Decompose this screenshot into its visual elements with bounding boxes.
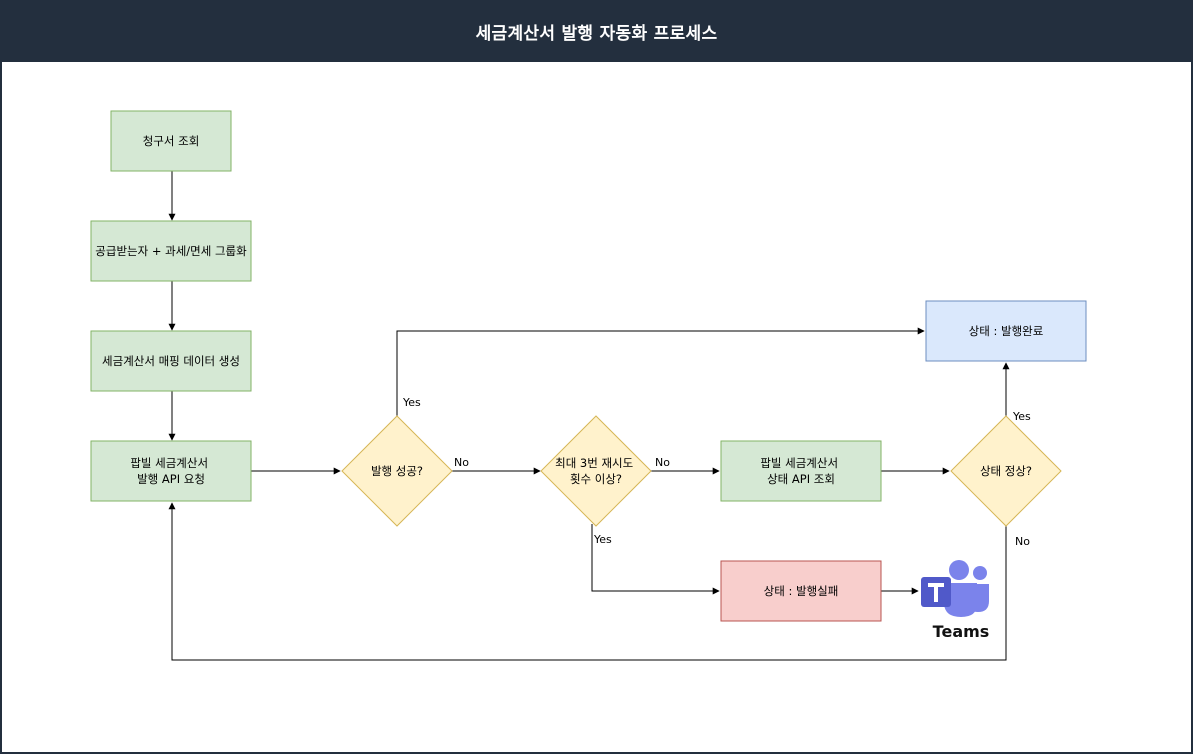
node-status-api[interactable]: 팝빌 세금계산서 상태 API 조회 — [720, 440, 882, 502]
node-status-done[interactable]: 상태 : 발행완료 — [925, 300, 1087, 362]
svg-text:상태 : 발행완료: 상태 : 발행완료 — [969, 324, 1044, 338]
decision-status-ok-label: 상태 정상? — [980, 464, 1032, 478]
edge-label-retry-no: No — [655, 456, 670, 469]
edge-label-retry-yes: Yes — [593, 533, 612, 546]
edge-issue-yes-to-done — [396, 327, 925, 416]
node-issue-request-line-2: 발행 API 요청 — [137, 472, 205, 486]
decision-retry-limit-line-2: 횟수 이상? — [570, 472, 622, 486]
svg-text:상태 : 발행실패: 상태 : 발행실패 — [764, 584, 839, 598]
edge-label-issue-yes: Yes — [402, 396, 421, 409]
node-mapping-label: 세금계산서 매핑 데이터 생성 — [102, 354, 240, 368]
svg-text:상태 정상?: 상태 정상? — [980, 464, 1032, 478]
node-status-api-line-1: 팝빌 세금계산서 — [760, 456, 838, 470]
node-status-failed[interactable]: 상태 : 발행실패 — [720, 560, 882, 622]
node-status-api-line-2: 상태 API 조회 — [767, 472, 835, 486]
node-status-failed-label: 상태 : 발행실패 — [764, 584, 839, 598]
decision-retry-limit[interactable]: 최대 3번 재시도 횟수 이상? — [540, 415, 652, 527]
node-grouping[interactable]: 공급받는자 + 과세/면세 그룹화 — [90, 220, 252, 282]
node-issue-request-line-1: 팝빌 세금계산서 — [130, 456, 208, 470]
node-issue-request[interactable]: 팝빌 세금계산서 발행 API 요청 — [90, 440, 252, 502]
decision-retry-limit-line-1: 최대 3번 재시도 — [555, 456, 633, 470]
edge-retry-yes-to-failed — [591, 524, 720, 595]
edge-label-issue-no: No — [454, 456, 469, 469]
page-title: 세금계산서 발행 자동화 프로세스 — [475, 23, 718, 44]
teams-label: Teams — [933, 622, 990, 641]
svg-text:공급받는자 + 과세/면세 그룹화: 공급받는자 + 과세/면세 그룹화 — [95, 244, 247, 258]
decision-status-ok[interactable]: 상태 정상? — [950, 415, 1062, 527]
svg-text:세금계산서 매핑 데이터 생성: 세금계산서 매핑 데이터 생성 — [102, 354, 240, 368]
decision-issue-success-label: 발행 성공? — [371, 464, 423, 478]
svg-text:팝빌 세금계산서 상태 API 조회: 팝빌 세금계산서 상태 API 조회 — [760, 456, 841, 486]
svg-text:청구서 조회: 청구서 조회 — [143, 134, 200, 148]
node-invoice-lookup[interactable]: 청구서 조회 — [110, 110, 232, 172]
header-bar: 세금계산서 발행 자동화 프로세스 — [0, 0, 1193, 62]
node-invoice-lookup-label: 청구서 조회 — [143, 134, 200, 148]
edge-label-status-no: No — [1015, 535, 1030, 548]
node-status-done-label: 상태 : 발행완료 — [969, 324, 1044, 338]
edge-status-no-to-request — [168, 502, 1007, 661]
edges — [168, 171, 1010, 661]
node-grouping-label: 공급받는자 + 과세/면세 그룹화 — [95, 244, 247, 258]
svg-text:발행 성공?: 발행 성공? — [371, 464, 423, 478]
svg-text:최대 3번 재시도 횟수 이상?: 최대 3번 재시도 횟수 이상? — [555, 456, 637, 486]
decision-issue-success[interactable]: 발행 성공? — [341, 415, 453, 527]
edge-label-status-yes: Yes — [1012, 410, 1031, 423]
microsoft-teams-icon — [921, 560, 989, 617]
node-mapping[interactable]: 세금계산서 매핑 데이터 생성 — [90, 330, 252, 392]
svg-text:팝빌 세금계산서 발행 API 요청: 팝빌 세금계산서 발행 API 요청 — [130, 456, 211, 486]
